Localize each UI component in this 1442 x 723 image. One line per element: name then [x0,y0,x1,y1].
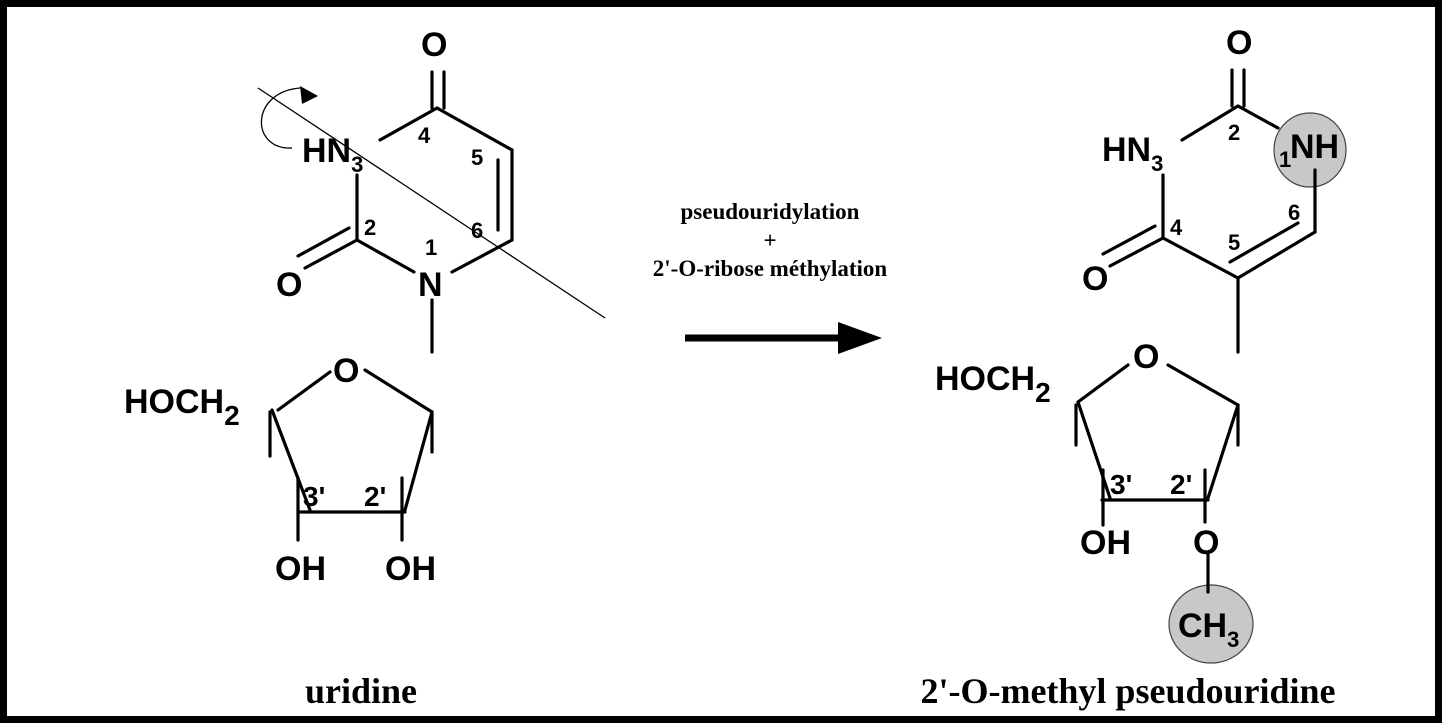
reaction-label-plus: + [763,228,776,253]
uridine-pos-2prime: 2' [364,481,386,512]
nh-highlight-circle [1273,112,1347,188]
uridine-pos-5: 5 [471,145,483,170]
product-pos-6: 6 [1288,200,1300,225]
uridine-ring-o-label: O [333,352,359,390]
uridine-name: uridine [305,671,417,711]
uridine-pos-1: 1 [425,235,437,260]
product-ring-o-label: O [1133,338,1159,376]
bond-c4-c5 [435,106,514,152]
product-o2p-label: O [1193,524,1219,562]
uridine-structure: O HN3 O N O HOCH2 OH OH 4 5 6 2 1 3' 2' … [124,26,606,711]
reaction-step: pseudouridylation + 2'-O-ribose méthylat… [653,199,888,354]
bond-c6-c5 [1236,230,1317,280]
rotation-arrow-icon [300,86,318,104]
uridine-pos-4: 4 [418,123,431,148]
product-pos-2prime: 2' [1170,469,1192,500]
methyl-highlight-circle [1168,584,1254,664]
uridine-pos-6: 6 [471,218,483,243]
uridine-hoch2-label: HOCH2 [124,383,240,431]
uridine-oh2-label: OH [385,550,436,588]
uridine-pos-2: 2 [364,215,376,240]
uridine-oh3-label: OH [275,550,326,588]
bond-o-c1p [363,368,434,414]
product-pos-5: 5 [1228,230,1240,255]
product-nh-label: NH [1290,128,1339,166]
product-pos-2: 2 [1228,120,1240,145]
reaction-arrow-icon [838,322,882,354]
uridine-o2-label: O [276,266,302,304]
uridine-pos-3prime: 3' [303,481,325,512]
bond-c1p-c2p [403,410,434,512]
bond-n3-c2 [1180,104,1240,142]
bond-c2-n1 [1236,104,1280,130]
bond-c6-n1 [450,238,514,274]
bond-c4p-c3p [270,408,312,512]
uridine-n1-label: N [418,266,443,304]
bond-c4p-c3p [1076,400,1112,500]
product-pos-4: 4 [1170,215,1183,240]
uridine-hn3-label: HN3 [302,132,363,177]
bond-c6-c5-double [1228,221,1300,264]
reaction-label-methylation: 2'-O-ribose méthylation [653,256,888,281]
rotation-arc [260,87,301,149]
bond-o-c1p [1166,363,1240,407]
bond-c5-c4 [1161,236,1240,280]
uridine-o4-label: O [421,26,447,64]
product-hoch2-label: HOCH2 [935,360,1051,408]
product-o2-label: O [1226,24,1252,62]
rotation-axis [257,87,606,319]
product-oh3-label: OH [1080,524,1131,562]
product-pos-3prime: 3' [1110,469,1132,500]
product-structure: O HN3 NH O O HOCH2 OH O CH3 2 1 6 4 5 3'… [920,24,1347,711]
product-ch3-label: CH3 [1178,607,1239,652]
bond-c2-o [303,238,359,270]
bond-c4-o [1108,236,1165,268]
bond-n3-c4 [378,106,439,142]
bond-c4-o-double [1101,224,1157,256]
product-name: 2'-O-methyl pseudouridine [920,671,1335,711]
bond-c4p-o [1076,363,1130,404]
product-hn3-label: HN3 [1102,131,1163,176]
bond-c4p-o [276,370,332,412]
product-pos-1: 1 [1279,147,1291,172]
bond-c2-o-double [296,226,351,258]
bond-c1p-c2p [1206,403,1240,500]
reaction-label-pseudouridylation: pseudouridylation [681,199,860,224]
product-o4-label: O [1082,260,1108,298]
bond-n1-c2 [355,238,416,274]
